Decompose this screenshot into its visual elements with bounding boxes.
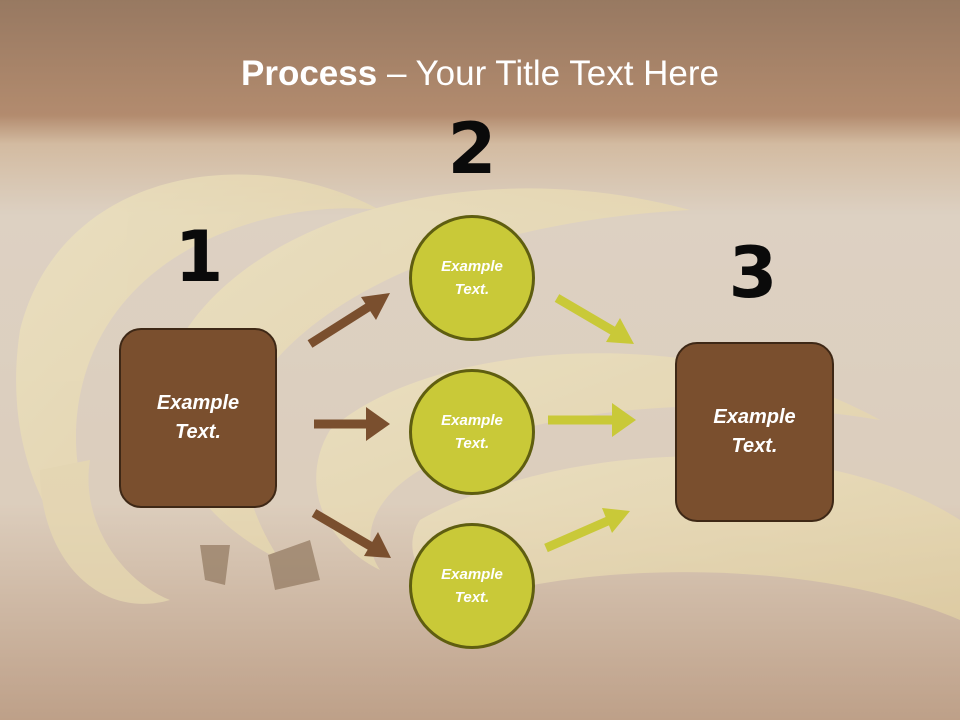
- circle-bottom-line-2: Text.: [454, 589, 490, 606]
- left-process-box: Example Text.: [119, 328, 277, 508]
- circle-bottom: Example Text.: [409, 523, 535, 649]
- slide-title: Process – Your Title Text Here: [0, 52, 960, 96]
- right-box-line-1: Example: [713, 406, 796, 428]
- green-arrow-right: [548, 403, 636, 437]
- step-number-3: 3: [728, 232, 778, 314]
- green-arrow-up: [544, 508, 630, 553]
- step-number-1: 1: [174, 216, 224, 298]
- circle-top-line-2: Text.: [454, 281, 490, 298]
- circle-middle: Example Text.: [409, 369, 535, 495]
- left-box-line-2: Text.: [175, 421, 221, 443]
- green-arrow-down: [554, 294, 634, 344]
- circle-top: Example Text.: [409, 215, 535, 341]
- brown-arrow-right: [314, 407, 390, 441]
- circle-bottom-line-1: Example: [441, 566, 503, 583]
- title-bold: Process: [241, 54, 378, 93]
- circle-top-line-1: Example: [441, 258, 503, 275]
- left-box-line-1: Example: [156, 392, 240, 414]
- brown-arrow-up: [307, 293, 390, 348]
- right-box-line-2: Text.: [731, 435, 778, 457]
- circle-middle-line-2: Text.: [454, 435, 490, 452]
- title-rest: – Your Title Text Here: [377, 54, 719, 93]
- circle-middle-line-1: Example: [441, 412, 503, 429]
- right-process-box: Example Text.: [675, 342, 834, 522]
- step-number-2: 2: [447, 108, 497, 190]
- brown-arrow-down: [311, 509, 391, 558]
